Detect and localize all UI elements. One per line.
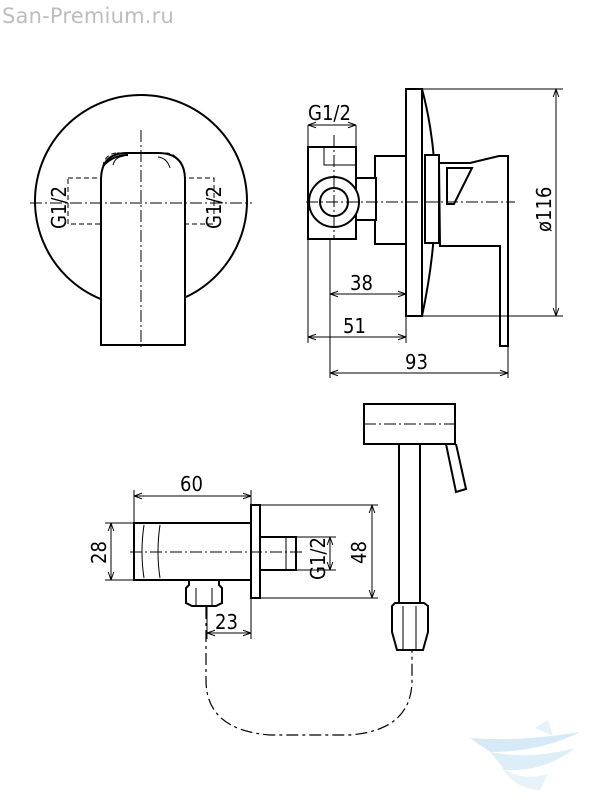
holder-outlet-nozzle (185, 579, 223, 607)
shower-trigger (445, 443, 468, 494)
dimension-60-label: 60 (180, 472, 203, 496)
front-left-thread-label: G1/2 (47, 186, 71, 229)
front-right-thread-label: G1/2 (202, 186, 226, 229)
hidden-left-port (67, 177, 102, 225)
hidden-right-port (180, 177, 215, 225)
handle-top-curve (102, 154, 129, 167)
diameter-label: ø116 (532, 187, 556, 232)
side-thread-label: G1/2 (308, 101, 351, 125)
dimension-93-label: 93 (405, 350, 428, 374)
dimension-38-label: 38 (350, 271, 373, 295)
holder-thread-label: G1/2 (306, 537, 330, 580)
handle-left-notch (112, 155, 125, 166)
bath-wave-logo-icon (470, 720, 580, 790)
dimension-51-label: 51 (343, 314, 366, 338)
outlet-nut (323, 146, 357, 166)
dimension-23-label: 23 (215, 610, 238, 634)
hand-shower (363, 403, 468, 651)
dimension-48-label: 48 (347, 541, 371, 564)
hose-path (205, 607, 413, 736)
handle-right-notch (157, 156, 171, 169)
watermark: San-Premium.ru (2, 4, 174, 28)
lever-handle (100, 152, 186, 346)
shower-hose-connector (391, 602, 429, 651)
front-view: G1/2 G1/2 (30, 94, 252, 350)
mixer-cartridge (424, 154, 440, 244)
side-lever-body (437, 155, 509, 347)
side-view: G1/2 ø116 38 51 93 (306, 88, 563, 378)
side-lever-slot (446, 167, 474, 205)
holder-thread-connector (259, 536, 297, 571)
mixer-body (374, 155, 407, 245)
holder-view: 60 28 48 G1/2 23 (87, 472, 378, 639)
dimension-28-label: 28 (87, 541, 111, 564)
